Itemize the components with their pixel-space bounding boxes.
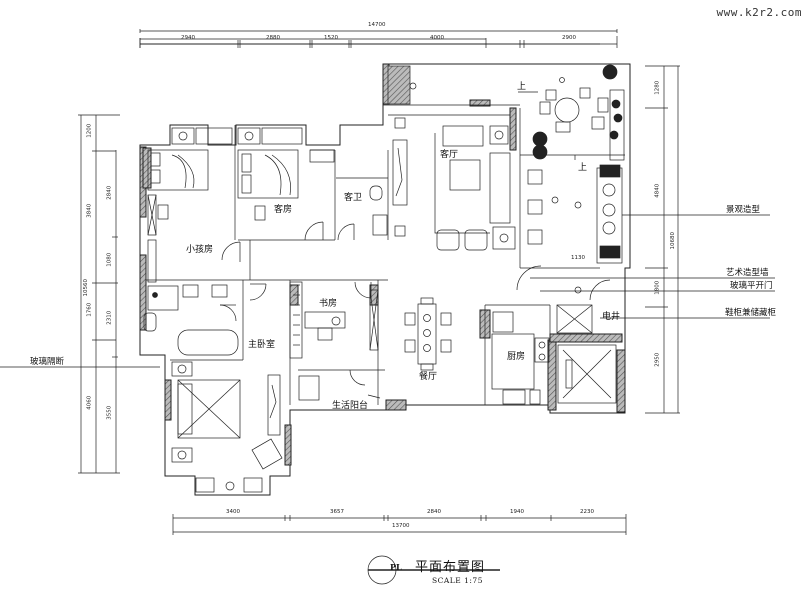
dim-top-3: 1520 [324,35,338,41]
room-label-kitchen: 厨房 [507,352,526,362]
dim-right-4: 2950 [654,352,661,367]
dim-top-1: 2940 [181,35,195,41]
kids-room-furniture [147,127,233,283]
dining-furniture [404,297,452,371]
stair-up-mark-2: 上 [578,163,588,173]
utility-balcony-fixtures [298,375,381,401]
room-label-living-room: 客厅 [440,150,459,160]
callout-glass-partition: 玻璃隔断 [30,357,65,367]
dim-bottom-1: 3400 [226,509,240,515]
exterior-walls [139,63,631,496]
top-dimension-lines [139,29,618,48]
dim-top-5: 2900 [562,35,576,41]
guest-bath-fixtures [369,185,388,236]
callout-landscape: 景观造型 [726,205,761,215]
dim-bottom-3: 2840 [427,509,441,515]
dim-bottom-total: 13700 [392,523,410,529]
master-suite-furniture [143,284,283,493]
dim-left-outer-1: 1200 [86,123,93,138]
guest-room-furniture [237,127,335,221]
dim-bottom-5: 2230 [580,509,594,515]
dim-top-total: 14700 [368,22,386,28]
dim-top-4: 4000 [430,35,444,41]
room-label-guest-room: 客房 [274,205,293,215]
dim-left-inner-2: 1080 [106,252,113,267]
room-label-study: 书房 [319,299,338,309]
dim-left-outer-2: 3840 [86,203,93,218]
living-room-furniture [392,117,516,251]
study-furniture [289,281,379,359]
room-label-electric-shaft: 电井 [602,312,621,322]
room-label-master-bedroom: 主卧室 [248,340,276,350]
dim-left-inner-1: 2840 [106,185,113,200]
dim-inner-note: 1130 [571,255,585,261]
room-label-utility-balcony: 生活阳台 [332,401,369,411]
dim-bottom-4: 1940 [510,509,524,515]
title-tag: PL [390,562,402,572]
doors [219,221,611,386]
callout-feature-wall: 艺术造型墙 [726,268,769,278]
room-label-kids-room: 小孩房 [186,245,214,255]
room-label-dining: 餐厅 [419,372,438,382]
watermark: www.k2r2.com [716,6,802,19]
callout-glass-door: 玻璃平开门 [730,281,773,291]
dim-left-total: 10560 [83,279,89,297]
dim-left-inner-4: 3550 [106,405,113,420]
dim-left-outer-3: 1760 [86,302,93,317]
dim-right-1: 1280 [654,80,661,95]
dim-left-outer-4: 4060 [86,395,93,410]
room-label-guest-bath: 客卫 [344,193,363,203]
dim-top-2: 2880 [266,35,280,41]
kitchen-fixtures [491,286,617,405]
callout-shoe-cabinet: 鞋柜兼储藏柜 [725,308,777,318]
dim-right-total: 10680 [670,232,676,250]
drawing-scale: SCALE 1:75 [432,576,483,585]
bottom-dimension-lines [172,514,627,535]
right-dimension-lines [530,65,775,414]
stair-up-mark-1: 上 [517,82,527,92]
left-dimension-lines [0,114,160,474]
dim-left-inner-3: 2310 [106,310,113,325]
dim-right-3: 1800 [654,280,661,295]
dim-bottom-2: 3657 [330,509,344,515]
dim-right-2: 4840 [654,183,661,198]
drawing-title: 平面布置图 [415,560,486,575]
garden-balcony [387,64,625,264]
